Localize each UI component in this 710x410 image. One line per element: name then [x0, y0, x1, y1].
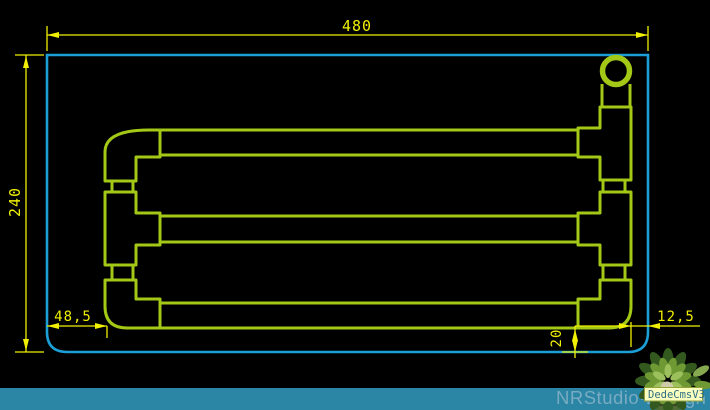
- arrow-left-icon: [47, 32, 59, 38]
- pipe-coupling-right-lower: [601, 263, 627, 282]
- arrow-right-icon: [95, 323, 107, 329]
- arrow-up-icon: [23, 56, 29, 68]
- panel-outline: [45, 53, 650, 354]
- watermark-bar: [0, 388, 710, 410]
- pipe-tube-top: [158, 128, 580, 157]
- dim-label-12-5: 12,5: [657, 309, 695, 325]
- pipe-elbow-bottom-left: [103, 278, 162, 330]
- pipe-coupling-right-upper: [601, 178, 627, 194]
- pipe-header-left: [103, 190, 162, 267]
- pipe-elbow-bottom-right: [576, 278, 633, 330]
- pipe-inlet-circle: [599, 54, 633, 88]
- arrow-right-icon: [636, 32, 648, 38]
- arrow-left-icon: [648, 323, 660, 329]
- arrow-right-icon: [619, 323, 631, 329]
- pipe-coupling-left-upper: [110, 179, 135, 194]
- pipe-header-right-top: [576, 105, 633, 182]
- dimension-20: 20: [549, 326, 588, 358]
- arrow-up-icon: [572, 329, 578, 341]
- dedecms-badge: DedeCmsV3: [644, 387, 705, 402]
- pipe-header-right-middle: [576, 190, 633, 267]
- dedecms-badge-text: DedeCmsV3: [648, 389, 705, 401]
- dimension-48-5: 48,5: [47, 309, 108, 338]
- arrow-left-icon: [47, 323, 59, 329]
- dimension-12-5: 12,5: [575, 309, 700, 347]
- radiator-pipe: [103, 54, 633, 330]
- pipe-elbow-top-left: [103, 128, 162, 183]
- dim-label-20: 20: [549, 329, 565, 348]
- dimension-480: 480: [46, 17, 649, 51]
- pipe-inlet-stem: [600, 84, 632, 107]
- arrow-down-icon: [572, 340, 578, 352]
- dim-label-480: 480: [342, 17, 372, 35]
- arrow-down-icon: [23, 339, 29, 351]
- dim-label-48-5: 48,5: [54, 309, 92, 325]
- dimension-240: 240: [6, 54, 44, 353]
- pipe-tube-middle: [158, 214, 580, 244]
- pipe-tube-bottom: [158, 301, 580, 330]
- pipe-coupling-left-lower: [110, 263, 135, 282]
- dim-label-240: 240: [6, 187, 24, 217]
